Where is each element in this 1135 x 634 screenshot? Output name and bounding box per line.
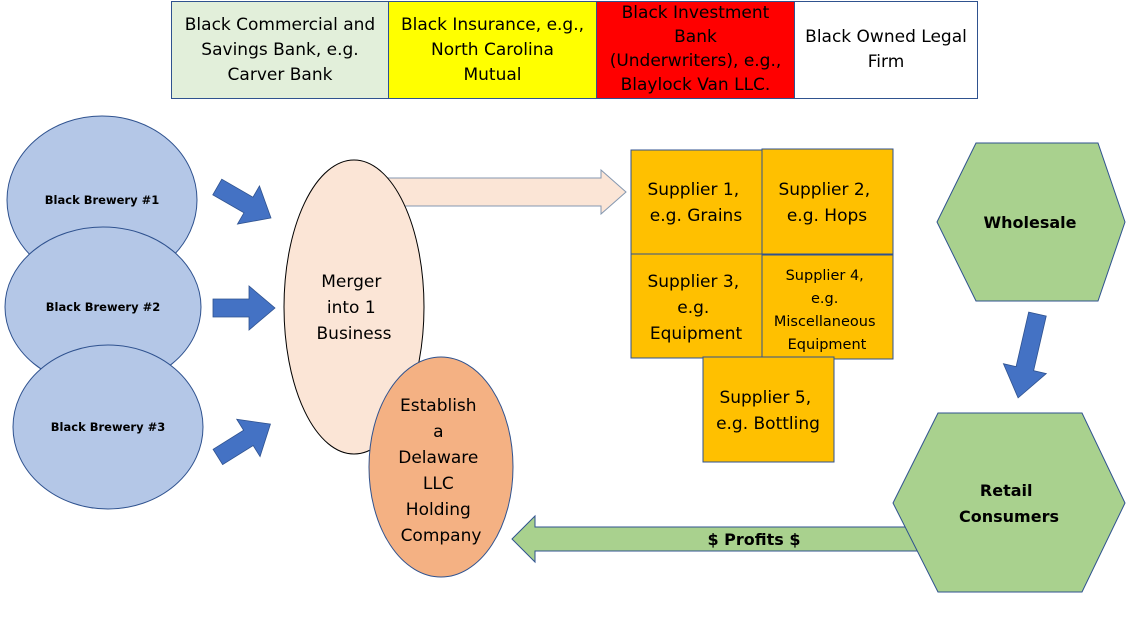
- partner-bank-label: Black Commercial and Savings Bank, e.g. …: [184, 14, 376, 85]
- partner-insurance[interactable]: Black Insurance, e.g., North Carolina Mu…: [388, 1, 597, 99]
- supplier-1[interactable]: [630, 149, 763, 255]
- supplier-3-label: Supplier 3, e.g. Equipment: [647, 272, 744, 344]
- partner-legal-firm[interactable]: Black Owned Legal Firm: [794, 1, 978, 99]
- holding-company-node[interactable]: [368, 356, 514, 578]
- supplier-5[interactable]: [702, 356, 835, 463]
- brewery-3[interactable]: [12, 344, 204, 510]
- supplier-2[interactable]: [761, 148, 894, 255]
- arrow-brewery-2-to-merger: [212, 285, 276, 331]
- supplier-4-label: Supplier 4, e.g. Miscellaneous Equipment: [774, 268, 880, 353]
- arrow-merger-to-suppliers: [384, 168, 627, 216]
- partner-insurance-label: Black Insurance, e.g., North Carolina Mu…: [400, 14, 585, 85]
- partner-legal-firm-label: Black Owned Legal Firm: [805, 27, 967, 72]
- wholesale-node[interactable]: [936, 142, 1126, 302]
- arrow-brewery-3-to-merger: [212, 418, 271, 466]
- supplier-4[interactable]: [761, 254, 894, 360]
- partner-bank[interactable]: Black Commercial and Savings Bank, e.g. …: [171, 1, 389, 99]
- supplier-3[interactable]: [630, 253, 763, 359]
- holding-company-label: Establish a Delaware LLC Holding Company: [398, 396, 484, 546]
- brewery-1-label: Black Brewery #1: [45, 193, 159, 207]
- retail-consumers-node[interactable]: [892, 412, 1126, 593]
- arrow-wholesale-to-retail: [1002, 311, 1048, 399]
- supplier-1-label: Supplier 1, e.g. Grains: [647, 180, 744, 226]
- partner-investment-bank-label: Black Investment Bank (Underwriters), e.…: [609, 3, 782, 95]
- brewery-2-label: Black Brewery #2: [46, 300, 160, 314]
- arrow-brewery-1-to-merger: [212, 178, 272, 225]
- partner-investment-bank[interactable]: Black Investment Bank (Underwriters), e.…: [596, 1, 795, 99]
- merger-node[interactable]: [283, 159, 425, 455]
- brewery-3-label: Black Brewery #3: [51, 420, 165, 434]
- retail-consumers-label: Retail Consumers: [959, 481, 1059, 526]
- supplier-2-label: Supplier 2, e.g. Hops: [778, 180, 875, 226]
- wholesale-label: Wholesale: [983, 213, 1076, 232]
- merger-label: Merger into 1 Business: [317, 272, 392, 344]
- supplier-5-label: Supplier 5, e.g. Bottling: [716, 388, 820, 434]
- profits-arrow-label: $ Profits $: [707, 530, 800, 549]
